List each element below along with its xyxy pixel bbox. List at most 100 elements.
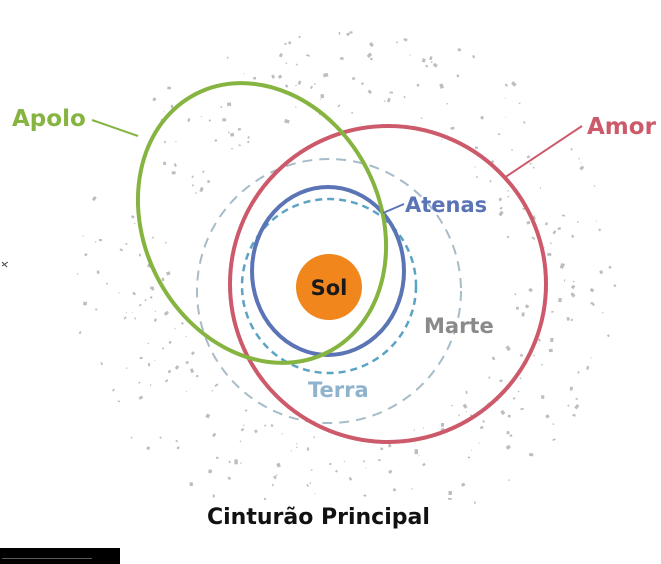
atenas-label: Atenas [405, 193, 487, 217]
asteroid-speck [296, 446, 298, 449]
asteroid-speck [572, 387, 574, 389]
asteroid-speck [387, 97, 391, 103]
asteroid-speck [544, 222, 549, 226]
asteroid-speck [207, 469, 213, 474]
asteroid-speck [586, 365, 590, 370]
asteroid-speck [414, 449, 419, 455]
asteroid-speck [533, 354, 536, 357]
asteroid-speck [247, 136, 250, 139]
asteroid-speck [161, 347, 165, 350]
asteroid-speck [377, 458, 381, 462]
asteroid-speck [130, 436, 133, 439]
asteroid-speck [519, 353, 524, 357]
asteroid-speck [174, 327, 176, 330]
asteroid-speck [83, 301, 88, 306]
asteroid-speck [529, 452, 533, 457]
asteroid-speck [439, 83, 444, 89]
asteroid-speck [231, 147, 234, 150]
asteroid-speck [465, 390, 468, 395]
asteroid-speck [152, 97, 157, 102]
asteroid-speck [550, 242, 552, 245]
asteroid-speck [196, 375, 199, 378]
asteroid-speck [170, 104, 174, 109]
asteroid-speck [512, 397, 516, 400]
asteroid-speck [180, 321, 184, 325]
asteroid-speck [147, 342, 150, 345]
asteroid-speck [254, 429, 258, 434]
asteroid-speck [416, 83, 420, 87]
asteroid-speck [575, 398, 578, 400]
asteroid-speck [368, 42, 374, 48]
asteroid-speck [572, 413, 576, 417]
asteroid-speck [314, 493, 316, 495]
earth-orbit [240, 197, 418, 375]
asteroid-speck [285, 62, 288, 65]
asteroid-speck [396, 41, 398, 44]
asteroid-speck [505, 345, 511, 352]
asteroid-speck [166, 271, 171, 276]
asteroid-speck [176, 446, 180, 450]
asteroid-speck [226, 102, 232, 107]
asteroid-speck [514, 293, 517, 296]
asteroid-speck [529, 162, 532, 165]
asteroid-speck [195, 192, 198, 194]
atenas-orbit [250, 185, 406, 357]
asteroid-speck [351, 76, 356, 80]
asteroid-speck [451, 404, 453, 407]
asteroid-speck [500, 409, 506, 416]
asteroid-speck [450, 126, 455, 130]
asteroid-speck [338, 31, 341, 35]
asteroid-speck [278, 53, 283, 58]
asteroid-speck [552, 423, 555, 426]
asteroid-speck [507, 190, 510, 192]
asteroid-speck [189, 481, 194, 487]
asteroid-speck [78, 331, 82, 335]
asteroid-speck [167, 86, 172, 90]
asteroid-speck [277, 74, 283, 79]
asteroid-speck [552, 438, 556, 442]
asteroid-speck [570, 148, 573, 151]
asteroid-speck [532, 166, 535, 169]
asteroid-speck [84, 252, 88, 257]
asteroid-speck [211, 432, 217, 438]
amor-label: Amor [587, 114, 657, 140]
asteroid-speck [520, 407, 524, 411]
asteroid-speck [521, 312, 525, 317]
asteroid-speck [508, 479, 510, 482]
asteroid-speck [271, 74, 276, 79]
asteroid-speck [413, 429, 416, 431]
asteroid-speck [504, 97, 506, 99]
asteroid-speck [601, 311, 604, 314]
asteroid-speck [429, 56, 433, 61]
asteroid-speck [118, 292, 120, 294]
asteroid-speck [465, 411, 467, 413]
asteroid-speck [526, 155, 531, 159]
asteroid-speck [271, 483, 274, 487]
asteroid-speck [456, 74, 460, 78]
asteroid-speck [185, 335, 187, 338]
asteroid-speck [579, 165, 585, 171]
asteroid-speck [228, 460, 231, 464]
asteroid-speck [479, 426, 484, 430]
asteroid-speck [482, 420, 485, 423]
asteroid-speck [125, 242, 128, 245]
asteroid-speck [207, 180, 210, 184]
asteroid-speck [335, 469, 338, 473]
asteroid-speck [460, 482, 466, 487]
asteroid-speck [306, 484, 309, 487]
asteroid-speck [189, 368, 195, 374]
asteroid-belt-field [76, 31, 617, 504]
apolo-leader-line [91, 119, 139, 137]
asteroid-speck [296, 443, 298, 445]
asteroid-speck [598, 228, 602, 232]
asteroid-speck [263, 497, 267, 501]
asteroid-speck [227, 476, 232, 481]
asteroid-speck [549, 337, 554, 343]
asteroid-speck [422, 462, 426, 467]
apolo-label: Apolo [12, 106, 86, 132]
asteroid-speck [295, 106, 297, 108]
asteroid-speck [319, 98, 322, 100]
asteroid-speck [149, 286, 154, 290]
asteroid-speck [95, 308, 98, 311]
asteroid-speck [320, 94, 325, 99]
